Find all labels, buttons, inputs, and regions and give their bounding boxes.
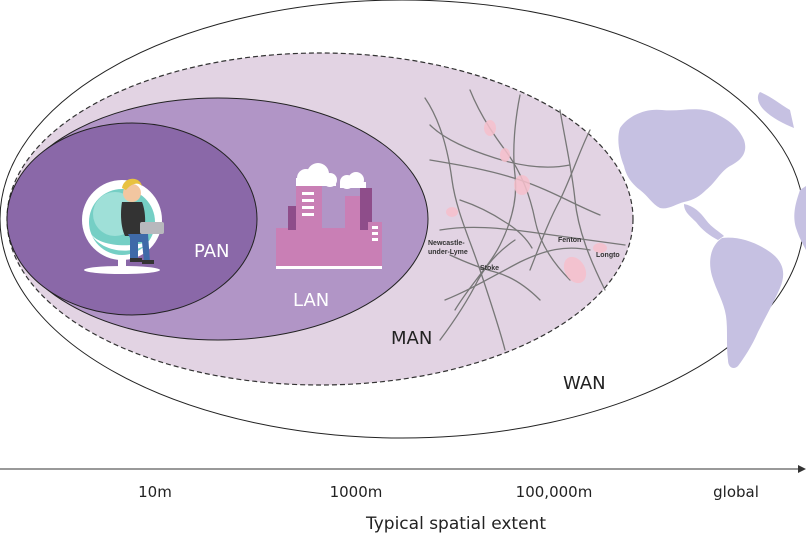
man-label: MAN	[391, 328, 432, 349]
axis-tick-label: 10m	[138, 483, 172, 501]
city-buildings-icon	[276, 163, 382, 269]
axis-arrowhead	[798, 465, 806, 473]
person-in-chair-icon	[82, 178, 164, 274]
pan-label: PAN	[194, 241, 229, 262]
map-label-newcastle-1: Newcastle-	[428, 240, 465, 247]
axis-tick-label: global	[713, 483, 759, 501]
central-america-shape	[684, 204, 724, 240]
north-america-top-shape	[757, 92, 794, 128]
world-map	[618, 92, 806, 368]
north-america-shape	[618, 109, 746, 209]
map-label-longton: Longto	[596, 252, 620, 259]
axis-tick-label: 1000m	[330, 483, 383, 501]
axis-tick-label: 100,000m	[516, 483, 593, 501]
map-label-fenton: Fenton	[558, 237, 581, 244]
map-label-newcastle-2: under-Lyme	[428, 249, 468, 256]
map-label-stoke: Stoke	[480, 265, 499, 272]
axis-title: Typical spatial extent	[365, 514, 546, 534]
south-america-shape	[710, 237, 784, 368]
europe-africa-shape	[794, 186, 806, 250]
urban-areas	[446, 120, 607, 284]
lan-label: LAN	[293, 290, 329, 311]
wan-label: WAN	[563, 373, 606, 394]
